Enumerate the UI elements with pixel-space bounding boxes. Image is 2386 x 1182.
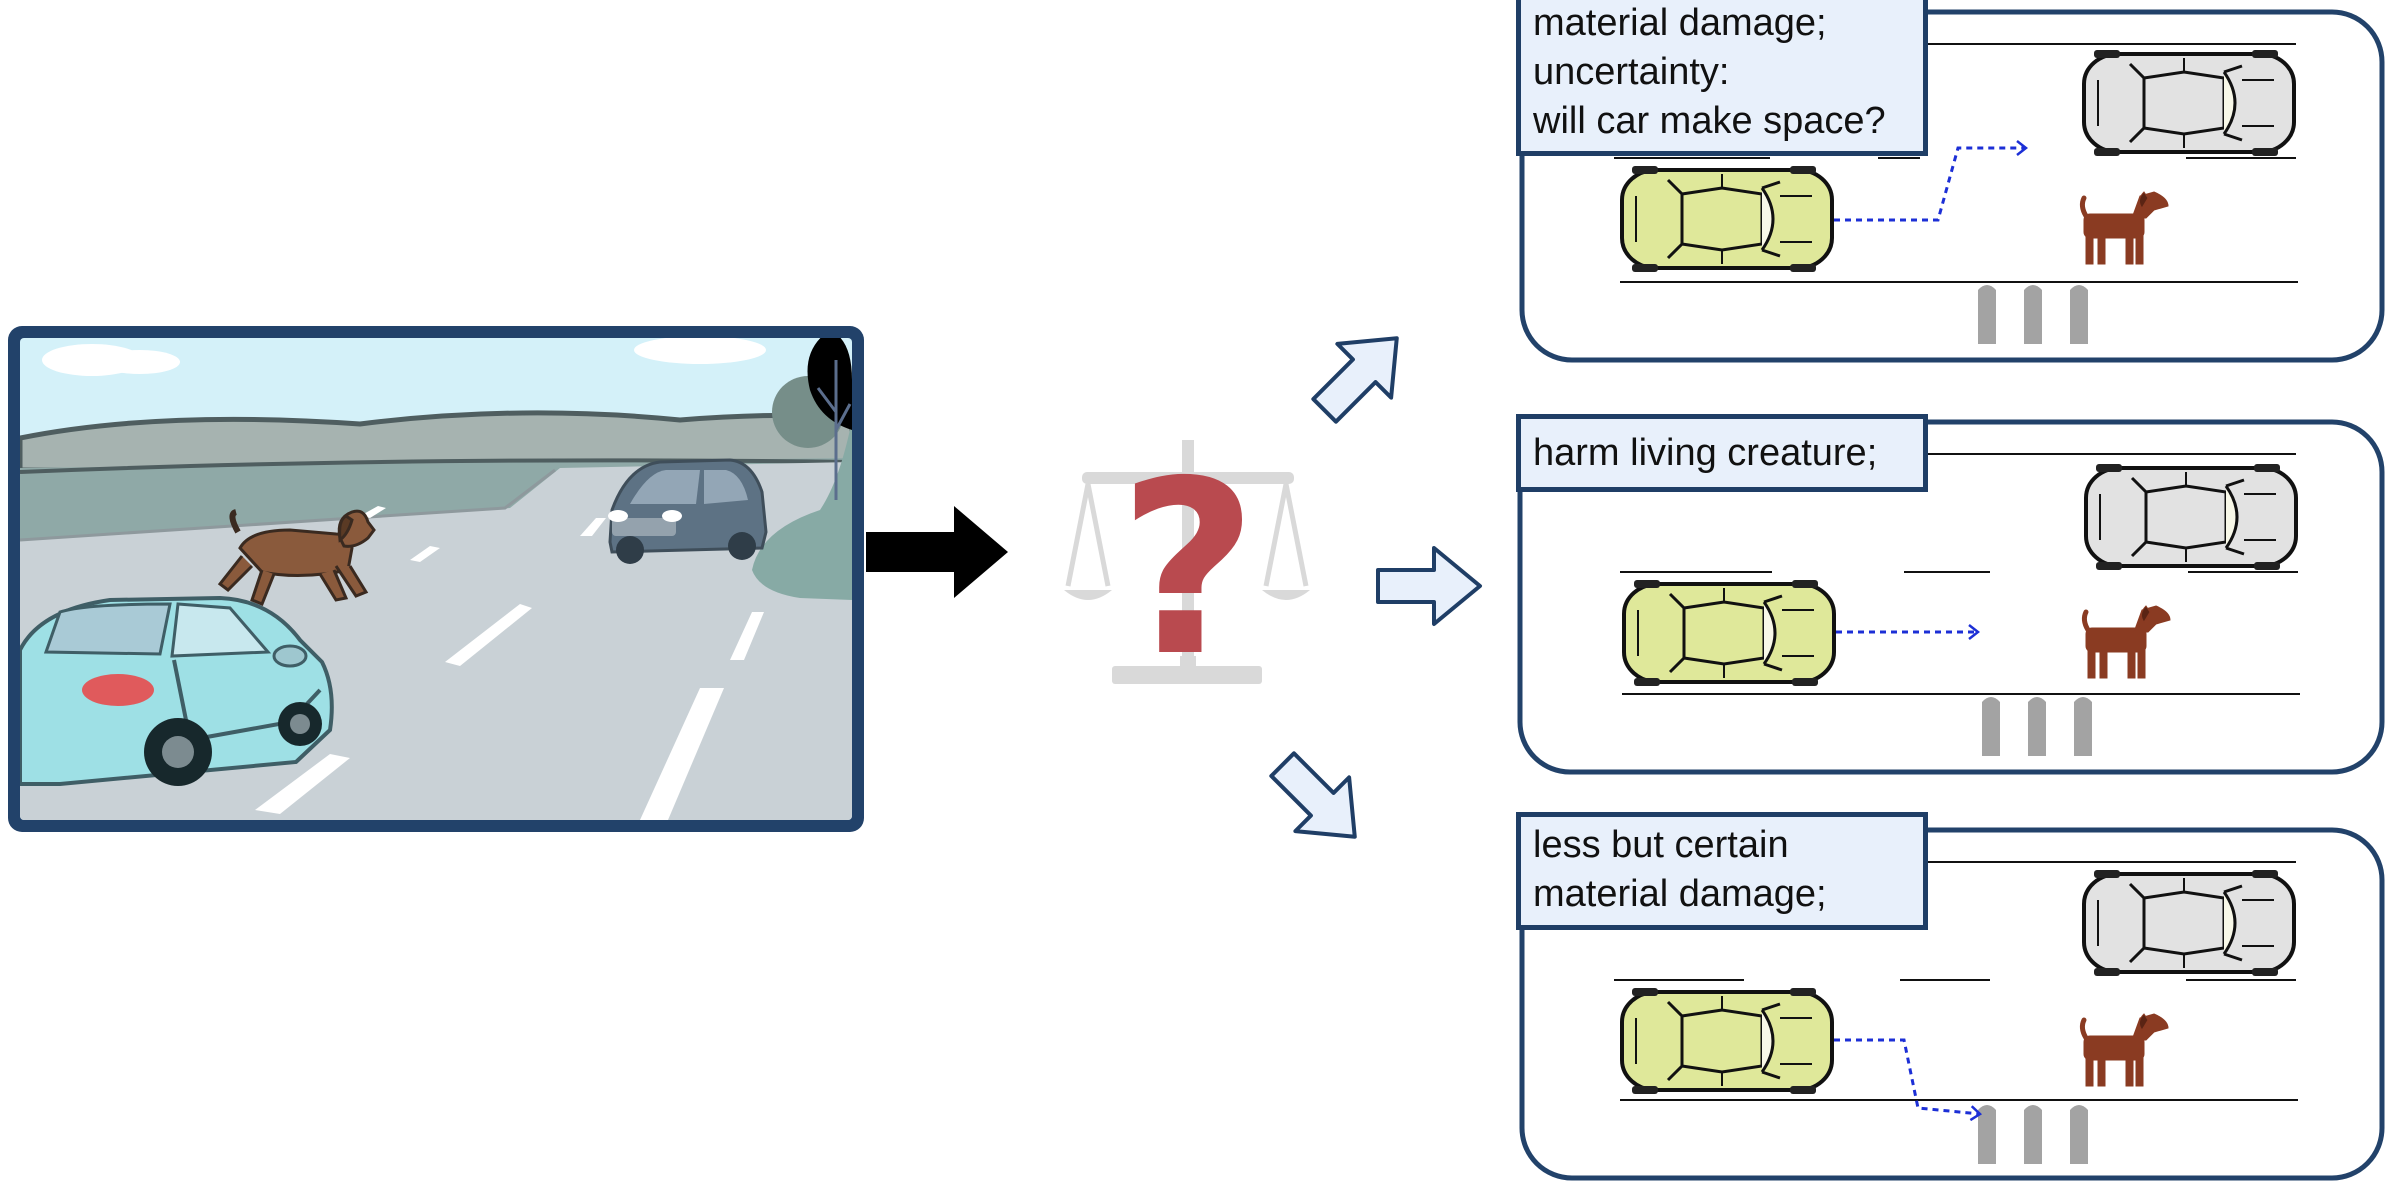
option-panel-2 <box>1517 419 2385 775</box>
ego-car <box>1620 986 1834 1096</box>
street-scene-illustration <box>8 326 864 832</box>
svg-text:?: ? <box>1118 429 1257 709</box>
option-2-label: harm living creature; <box>1516 414 1928 492</box>
oncoming-car <box>2082 868 2296 978</box>
teal-car <box>20 595 334 786</box>
bollards <box>1982 697 2092 756</box>
running-dog <box>217 509 376 606</box>
bollards <box>1978 285 2088 344</box>
ego-car <box>1622 578 1836 688</box>
scales-question-icon: ? <box>1064 429 1310 709</box>
ego-car <box>1620 164 1834 274</box>
trajectory-swerve-left <box>1834 148 2026 222</box>
bollards <box>1978 1105 2088 1164</box>
arrow-right-icon <box>866 506 1008 598</box>
oncoming-car <box>2084 462 2298 572</box>
arrow-to-option-2-icon <box>1376 546 1482 626</box>
arrow-to-option-3-icon <box>1256 738 1382 864</box>
distant-car <box>608 458 768 564</box>
trajectory-swerve-right <box>1834 1038 1980 1114</box>
oncoming-car <box>2082 48 2296 158</box>
arrow-to-option-1-icon <box>1298 311 1424 437</box>
option-1-label: material damage; uncertainty: will car m… <box>1516 0 1928 156</box>
option-3-label: less but certain material damage; <box>1516 812 1928 930</box>
